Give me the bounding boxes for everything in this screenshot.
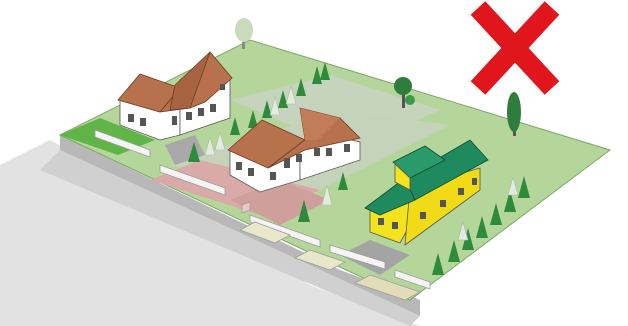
red-x-icon	[478, 8, 552, 88]
